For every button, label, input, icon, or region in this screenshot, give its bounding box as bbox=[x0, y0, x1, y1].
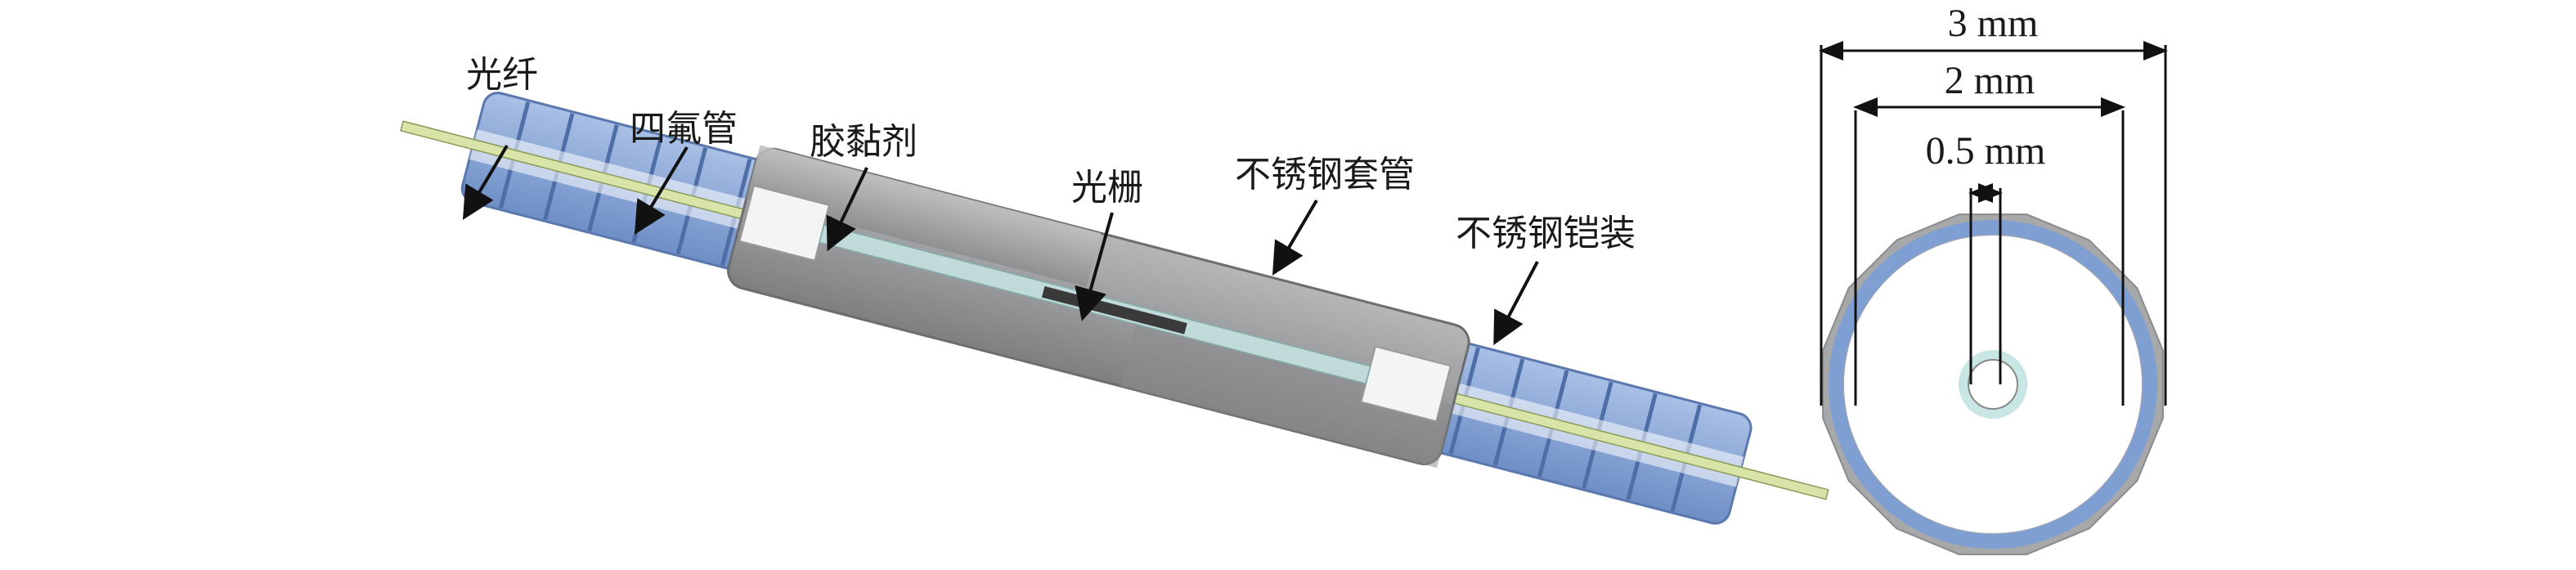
label-fiber: 光纤 bbox=[466, 54, 538, 96]
dim-middle-label: 2 mm bbox=[1945, 59, 2035, 102]
label-steel-sleeve: 不锈钢套管 bbox=[1235, 154, 1415, 195]
label-adhesive: 胶黏剂 bbox=[810, 121, 918, 163]
dim-inner-label: 0.5 mm bbox=[1926, 129, 2046, 173]
label-grating: 光栅 bbox=[1071, 167, 1143, 209]
cross-section-armor-ring bbox=[1829, 220, 2157, 549]
dim-outer-label: 3 mm bbox=[1948, 2, 2039, 45]
label-steel-armor: 不锈钢铠装 bbox=[1456, 213, 1636, 254]
label-ptfe-tube: 四氟管 bbox=[630, 108, 738, 150]
callout-arrows bbox=[462, 144, 1539, 346]
cross-section: 3 mm 2 mm 0.5 mm bbox=[1819, 2, 2168, 555]
cross-section-fiber bbox=[1968, 359, 2018, 410]
sensor-assembly bbox=[400, 92, 1829, 525]
